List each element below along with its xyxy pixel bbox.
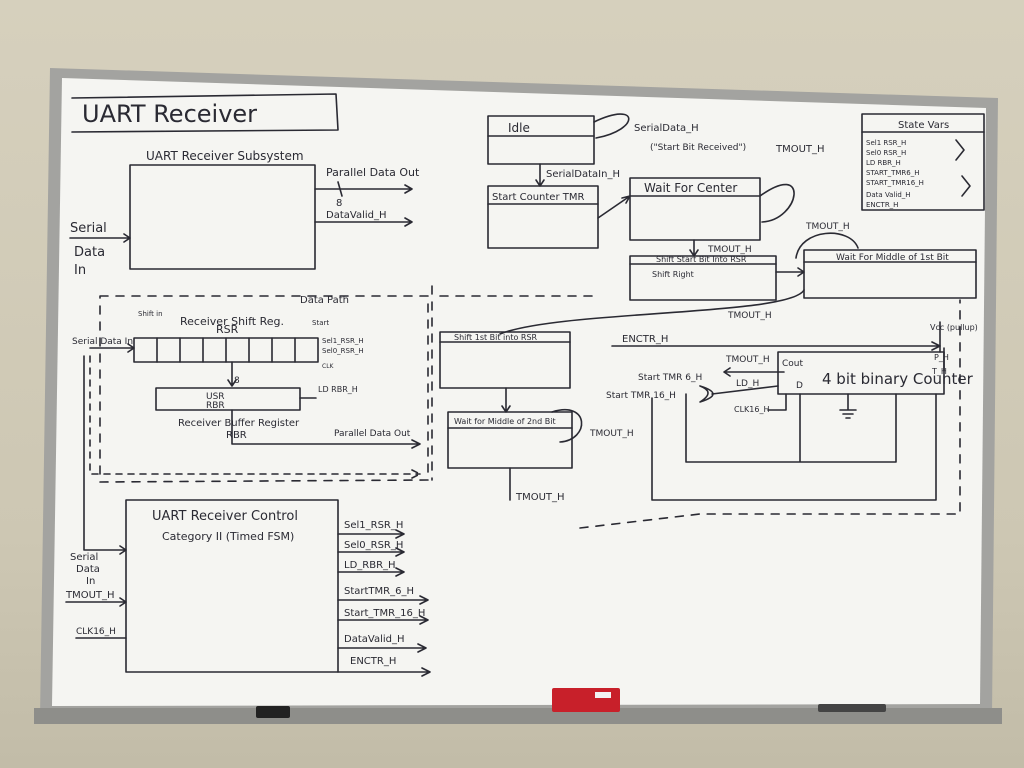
usr-label: USR xyxy=(206,392,225,402)
d-input: D xyxy=(796,381,803,391)
sel0-rsr: Sel0_RSR_H xyxy=(322,347,364,355)
state-shift-start-label: Shift Start Bit Into RSR xyxy=(656,255,747,264)
sel1-rsr: Sel1_RSR_H xyxy=(322,337,364,345)
state-wait-center xyxy=(629,177,761,241)
start-tmr16: Start TMR 16_H xyxy=(606,391,676,401)
counter-label: 4 bit binary Counter xyxy=(822,370,974,388)
rbr-register xyxy=(155,387,301,411)
or-gate xyxy=(699,385,779,403)
subsystem-label: UART Receiver Subsystem xyxy=(146,149,304,163)
tmout-wait-middle-1: TMOUT_H xyxy=(805,222,850,232)
state-shift-start xyxy=(629,255,777,301)
p-h: P_H xyxy=(934,353,949,362)
state-var-5: START_TMR16_H xyxy=(866,179,924,187)
rbr-inner-label: RBR xyxy=(206,401,225,411)
title: UART Receiver xyxy=(82,100,257,128)
shift-reg-label: Receiver Shift Reg. xyxy=(180,315,284,328)
start-label: Start xyxy=(312,319,329,327)
serial-data-in: Serial Data In xyxy=(72,337,133,347)
tmout-shift-1st: TMOUT_H xyxy=(727,311,772,321)
subsystem-out-valid: DataValid_H xyxy=(326,210,387,221)
ld-h: LD_H xyxy=(736,379,759,389)
tmout-wait-middle-2: TMOUT_H xyxy=(589,429,634,439)
control-input-tmout: TMOUT_H xyxy=(65,590,115,601)
serial-data-in-h: SerialDataIn_H xyxy=(546,169,620,180)
control-input-clk: CLK16_H xyxy=(76,627,116,637)
tmout-wait-center: TMOUT_H xyxy=(775,144,825,155)
marker-cap[interactable] xyxy=(256,706,290,718)
control-out-start6: StartTMR_6_H xyxy=(344,586,414,597)
title-underline-box xyxy=(71,93,339,133)
control-out-start16: Start_TMR_16_H xyxy=(344,608,425,619)
control-title: UART Receiver Control xyxy=(152,509,298,524)
subsystem-input-3: In xyxy=(74,263,86,278)
clk16-counter: CLK16_H xyxy=(734,405,769,414)
state-var-2: Sel0 RSR_H xyxy=(866,149,906,157)
ground-symbol xyxy=(839,393,857,419)
subsystem-input-2: Data xyxy=(74,245,105,260)
start-bit-note: ("Start Bit Received") xyxy=(650,143,746,153)
start-tmr6: Start TMR 6_H xyxy=(638,373,702,383)
shift-in-label: Shift in xyxy=(138,310,163,318)
state-idle xyxy=(487,115,595,165)
enctr-h: ENCTR_H xyxy=(622,334,668,345)
rbr-label-2: RBR xyxy=(226,430,247,441)
state-vars-box xyxy=(861,113,985,211)
t-h: T_H xyxy=(931,367,947,376)
state-var-1: Sel1 RSR_H xyxy=(866,139,906,147)
state-var-6: Data Valid_H xyxy=(866,191,911,199)
ld-rbr: LD RBR_H xyxy=(318,385,358,394)
control-out-sel0: Sel0_RSR_H xyxy=(344,540,403,551)
control-out-ld-rbr: LD_RBR_H xyxy=(344,560,396,571)
cout-label: Cout xyxy=(782,359,803,369)
state-vars-title: State Vars xyxy=(898,120,949,131)
state-idle-label: Idle xyxy=(508,121,530,135)
serial-data-h: SerialData_H xyxy=(634,123,699,134)
control-input-serial-2: Data xyxy=(76,564,100,575)
tmout-next: TMOUT_H xyxy=(515,492,565,503)
eraser[interactable] xyxy=(552,688,620,712)
control-out-sel1: Sel1_RSR_H xyxy=(344,520,403,531)
state-wait-middle-2-label: Wait for Middle of 2nd Bit xyxy=(454,417,556,426)
control-out-enctr: ENCTR_H xyxy=(350,656,396,667)
state-wait-center-label: Wait For Center xyxy=(644,181,737,195)
datapath-label: Data Path xyxy=(300,295,349,306)
subsystem-input-1: Serial xyxy=(70,221,107,236)
binary-counter xyxy=(777,351,945,395)
state-wait-middle-1-label: Wait For Middle of 1st Bit xyxy=(836,253,949,263)
state-start-counter-label: Start Counter TMR xyxy=(492,192,584,203)
state-shift-1st-label: Shift 1st Bit into RSR xyxy=(454,333,538,342)
rbr-label: Receiver Buffer Register xyxy=(178,418,300,429)
state-start-counter xyxy=(487,185,599,249)
subsystem-out-parallel: Parallel Data Out xyxy=(326,166,420,179)
state-shift-1st xyxy=(439,331,571,389)
control-input-serial-3: In xyxy=(86,576,95,587)
bus-8: 8 xyxy=(234,376,240,386)
state-var-3: LD RBR_H xyxy=(866,159,901,167)
control-out-datavalid: DataValid_H xyxy=(344,634,405,645)
control-input-serial-1: Serial xyxy=(70,552,98,563)
marker[interactable] xyxy=(818,704,886,712)
tmout-shift-start: TMOUT_H xyxy=(707,245,752,255)
board-frame xyxy=(34,68,1002,724)
clk-rsr: CLK xyxy=(322,363,335,370)
datapath-boundary xyxy=(99,295,429,483)
rsr-label: RSR xyxy=(216,323,239,336)
state-var-7: ENCTR_H xyxy=(866,201,898,209)
shift-right-label: Shift Right xyxy=(652,270,694,279)
control-subtitle: Category II (Timed FSM) xyxy=(162,530,294,543)
state-var-4: START_TMR6_H xyxy=(866,169,920,177)
vcc-pullup: Vcc (pullup) xyxy=(930,323,978,332)
tmout-counter: TMOUT_H xyxy=(725,355,770,365)
subsystem-bus-width: 8 xyxy=(336,198,342,209)
subsystem-box xyxy=(129,164,316,270)
state-wait-middle-1 xyxy=(803,249,977,299)
parallel-data-out: Parallel Data Out xyxy=(334,429,411,439)
control-box xyxy=(125,499,339,673)
